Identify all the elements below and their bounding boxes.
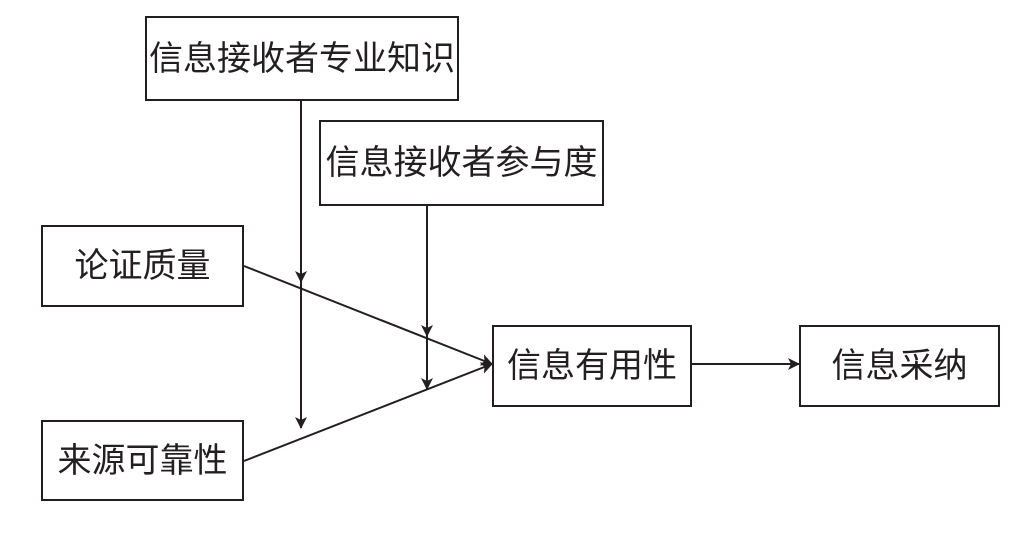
node-expertise: 信息接收者专业知识	[145, 16, 459, 101]
node-expertise-label: 信息接收者专业知识	[149, 38, 455, 79]
arrow-argument-quality-to-usefulness	[243, 265, 493, 366]
node-argument-quality-label: 论证质量	[74, 246, 211, 286]
node-usefulness-label: 信息有用性	[507, 346, 677, 386]
node-usefulness: 信息有用性	[492, 325, 692, 407]
node-involvement-label: 信息接收者参与度	[325, 143, 598, 183]
node-involvement: 信息接收者参与度	[319, 120, 604, 206]
node-argument-quality: 论证质量	[41, 225, 244, 307]
node-adoption-label: 信息采纳	[831, 346, 968, 386]
node-source-credibility: 来源可靠性	[41, 420, 244, 501]
node-adoption: 信息采纳	[799, 325, 1000, 407]
arrow-source-credibility-to-usefulness	[243, 362, 493, 462]
node-source-credibility-label: 来源可靠性	[57, 440, 228, 481]
